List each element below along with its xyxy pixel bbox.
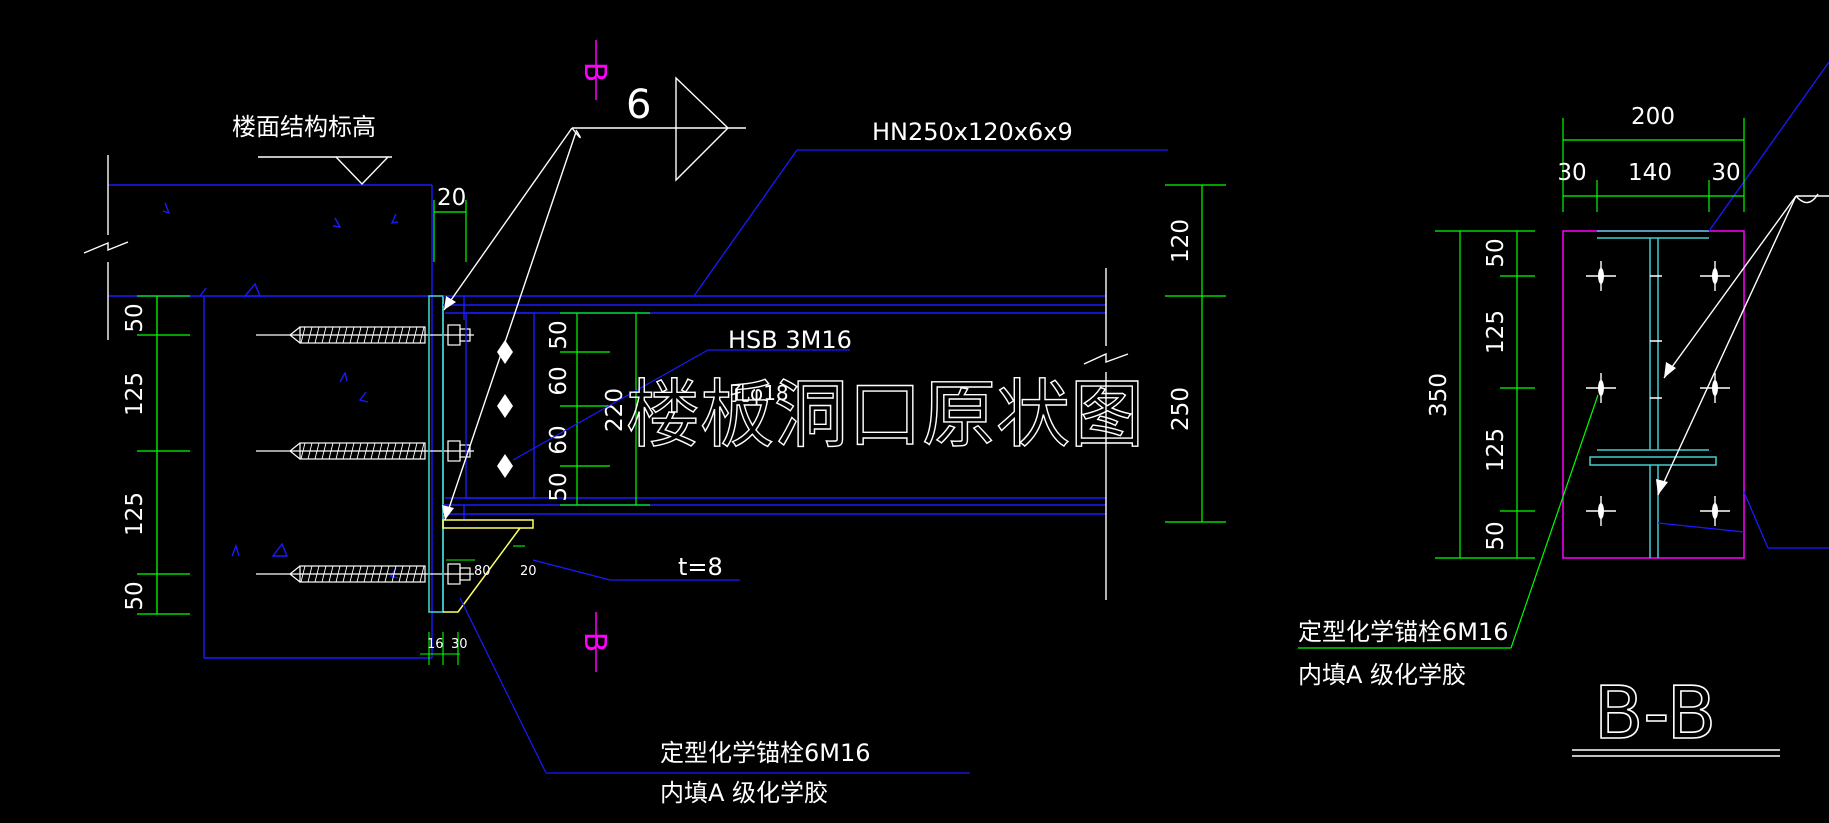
dim-section-width-140: 140 bbox=[1628, 160, 1672, 186]
dim-section-width-200: 200 bbox=[1631, 104, 1675, 130]
dim-section-width-30-right: 30 bbox=[1711, 160, 1740, 186]
section-bb-anchor-dots bbox=[1598, 268, 1718, 519]
hole-label: 孔φ18 bbox=[730, 381, 789, 405]
bolt-thread-hatch bbox=[300, 326, 425, 583]
dim-pitch-50-top: 50 bbox=[546, 320, 572, 349]
dim-pitch-60-a: 60 bbox=[546, 366, 572, 395]
anchor-note-line2: 内填A 级化学胶 bbox=[660, 779, 828, 807]
dim-left-125-a: 125 bbox=[122, 372, 148, 416]
elevation-triangle-icon bbox=[258, 156, 392, 186]
anchor-bolt-bottom bbox=[256, 563, 474, 585]
bottom-plate-dimensions bbox=[420, 632, 460, 665]
dim-pitch-60-b: 60 bbox=[546, 425, 572, 454]
beam-depth-dimensions bbox=[1165, 184, 1226, 523]
dim-section-height-350: 350 bbox=[1426, 373, 1452, 417]
beam-section-leader bbox=[693, 149, 1168, 297]
dim-section-height-50-bottom: 50 bbox=[1483, 521, 1509, 550]
stiffener-leader bbox=[532, 559, 740, 581]
section-marker-top-label: B bbox=[577, 62, 612, 83]
bolt-pitch-dimensions bbox=[560, 312, 650, 506]
dim-beam-upper-120: 120 bbox=[1168, 219, 1194, 263]
dim-section-height-125-a: 125 bbox=[1483, 310, 1509, 354]
section-title: B-B bbox=[1594, 671, 1716, 755]
section-marker-bottom-label: B bbox=[577, 632, 612, 653]
weld-arrow-head-2 bbox=[442, 505, 454, 520]
dim-section-height-125-b: 125 bbox=[1483, 428, 1509, 472]
bottom-bracket bbox=[442, 519, 534, 613]
dim-section-height-50-top: 50 bbox=[1483, 238, 1509, 267]
plate-offset-dimension bbox=[433, 200, 467, 262]
shear-tab-bolts bbox=[497, 340, 513, 478]
anchor-bolts bbox=[256, 324, 474, 585]
break-line-beam bbox=[1083, 268, 1129, 600]
bolt-diamond-2 bbox=[497, 394, 513, 418]
hsb-leader bbox=[512, 349, 850, 461]
dim-plate-offset: 20 bbox=[437, 185, 466, 211]
end-plate bbox=[428, 295, 444, 613]
anchor-bolt-top bbox=[256, 324, 474, 346]
dim-left-125-b: 125 bbox=[122, 492, 148, 536]
section-anchor-note-line2: 内填A 级化学胶 bbox=[1298, 661, 1466, 689]
dim-bottom-30: 30 bbox=[451, 637, 468, 652]
anchor-note-line1: 定型化学锚栓6M16 bbox=[660, 739, 871, 767]
dim-section-width-30-left: 30 bbox=[1557, 160, 1586, 186]
shear-tab bbox=[465, 312, 535, 499]
section-bb-top-dimensions bbox=[1562, 118, 1745, 212]
section-bb-left-dimensions bbox=[1435, 230, 1535, 559]
dim-bottom-16: 16 bbox=[427, 637, 444, 652]
dim-beam-lower-250: 250 bbox=[1168, 387, 1194, 431]
section-bb-blue-lines bbox=[1657, 61, 1829, 549]
dim-left-50-bottom: 50 bbox=[122, 581, 148, 610]
anchor-bolt-middle bbox=[256, 440, 474, 462]
break-line-left bbox=[83, 155, 129, 340]
beam-section-label: HN250x120x6x9 bbox=[872, 118, 1073, 146]
dim-left-50-top: 50 bbox=[122, 303, 148, 332]
section-bb-column bbox=[1589, 230, 1717, 558]
floor-elevation-label: 楼面结构标高 bbox=[232, 113, 376, 141]
dim-bracket-20: 20 bbox=[520, 564, 537, 579]
dim-pitch-50-bottom: 50 bbox=[546, 472, 572, 501]
section-weld-arrow-2 bbox=[1656, 479, 1668, 495]
stiffener-thickness-label: t=8 bbox=[678, 553, 723, 581]
steel-beam bbox=[443, 295, 1106, 520]
bolt-diamond-3 bbox=[497, 454, 513, 478]
left-dimension-lines bbox=[137, 295, 190, 615]
dim-bracket-80: 80 bbox=[474, 564, 491, 579]
watermark-title: 楼板洞口原状图 bbox=[626, 372, 1144, 458]
section-anchor-note-leader bbox=[1298, 394, 1599, 649]
weld-symbol bbox=[443, 76, 746, 521]
dim-bolt-total-220: 220 bbox=[602, 388, 628, 432]
weld-arrow-head-1 bbox=[444, 296, 456, 310]
anchor-note-leader bbox=[459, 597, 970, 774]
weld-size-label: 6 bbox=[626, 82, 651, 128]
section-bb-weld-leaders bbox=[1657, 193, 1829, 496]
section-weld-arrow-1 bbox=[1664, 362, 1676, 378]
bolt-diamond-1 bbox=[497, 340, 513, 364]
bracket-dimensions bbox=[446, 545, 525, 561]
hsb-bolts-label: HSB 3M16 bbox=[728, 326, 852, 354]
section-anchor-note-line1: 定型化学锚栓6M16 bbox=[1298, 618, 1509, 646]
section-title-underline bbox=[1572, 749, 1780, 757]
